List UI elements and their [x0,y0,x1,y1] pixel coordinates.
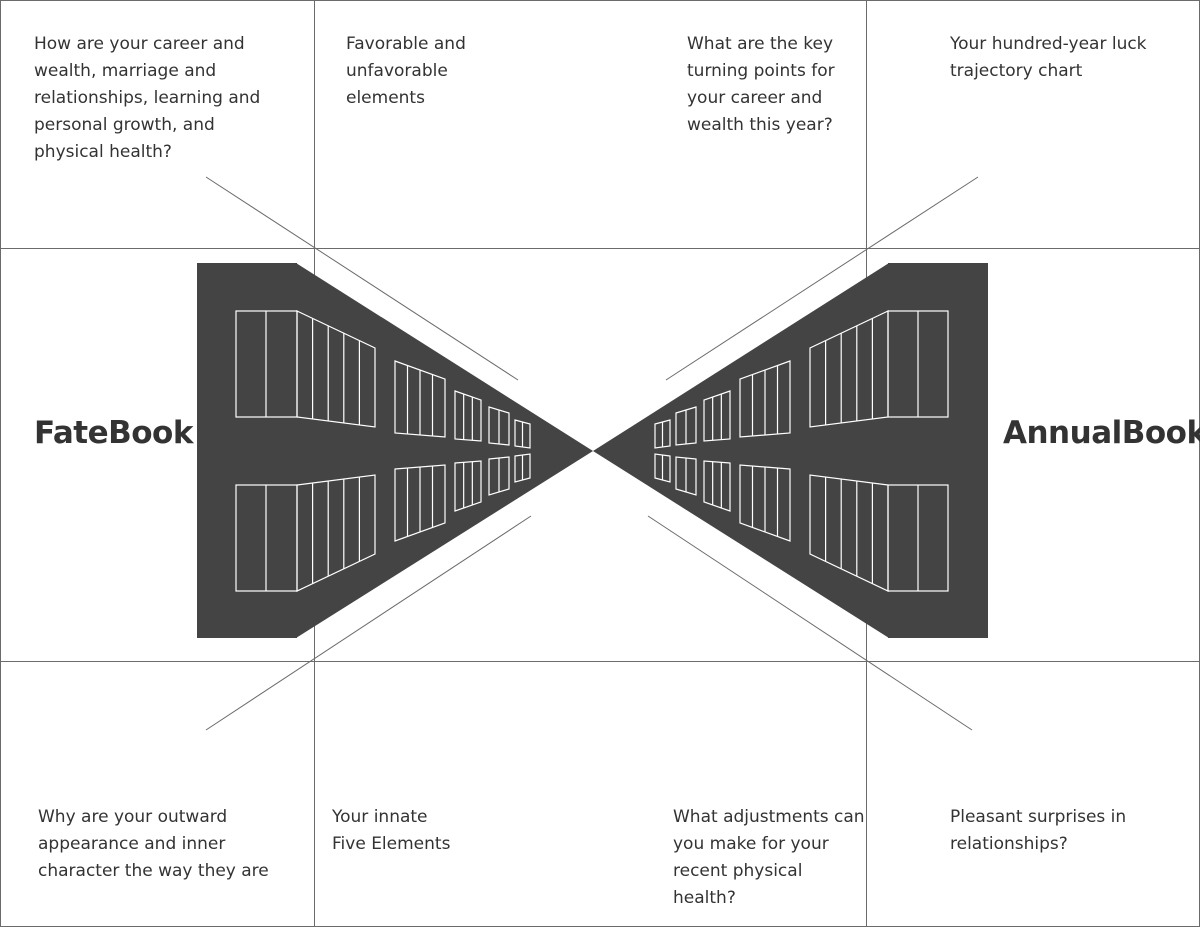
window-panels [235,310,949,592]
diagonal-line-bottom-right [647,515,973,731]
annualbook-panel-bottom-2 [739,464,791,542]
fatebook-panel-bottom-1 [296,474,376,592]
fatebook-panel-bottom-5 [514,453,531,483]
bottom-cell-1: Why are your outward appearance and inne… [38,807,269,881]
diagonal-line-top-left [205,176,519,381]
fatebook-panel-top-1 [296,310,376,428]
annualbook-title: AnnualBook [1003,415,1200,451]
bottom-cell-3: What adjustments can you make for your r… [673,807,865,908]
fatebook-front-block [197,263,297,638]
fatebook-panel-top-5 [514,419,531,449]
fatebook-perspective [296,263,593,638]
annualbook-panel-bottom-4 [675,456,697,496]
bottom-cell-2: Your innate Five Elements [332,807,451,854]
annualbook-panel-top-1 [809,310,889,428]
top-cell-2: Favorable and unfavorable elements [346,34,466,108]
annualbook-panel-bottom-1 [809,474,889,592]
fatebook-panel-bottom-2 [394,464,446,542]
annualbook-panel-top-2 [739,360,791,438]
top-cell-3: What are the key turning points for your… [687,34,835,135]
book-shapes [197,263,988,638]
annualbook-front-block [888,263,988,638]
bottom-cell-4: Pleasant surprises in relationships? [950,807,1127,854]
fatebook-panel-top-4 [488,406,510,446]
fatebook-panel-top-2 [394,360,446,438]
annualbook-panel-bottom-5 [654,453,671,483]
top-cell-1: How are your career and wealth, marriage… [34,34,261,162]
annualbook-perspective [593,263,889,638]
top-cell-4: Your hundred-year luck trajectory chart [950,34,1147,81]
annualbook-panel-top-5 [654,419,671,449]
fatebook-panel-bottom-4 [488,456,510,496]
diagonal-line-bottom-left [205,515,532,731]
diagonal-line-top-right [665,176,979,381]
fatebook-title: FateBook [34,415,193,451]
annualbook-panel-top-4 [675,406,697,446]
